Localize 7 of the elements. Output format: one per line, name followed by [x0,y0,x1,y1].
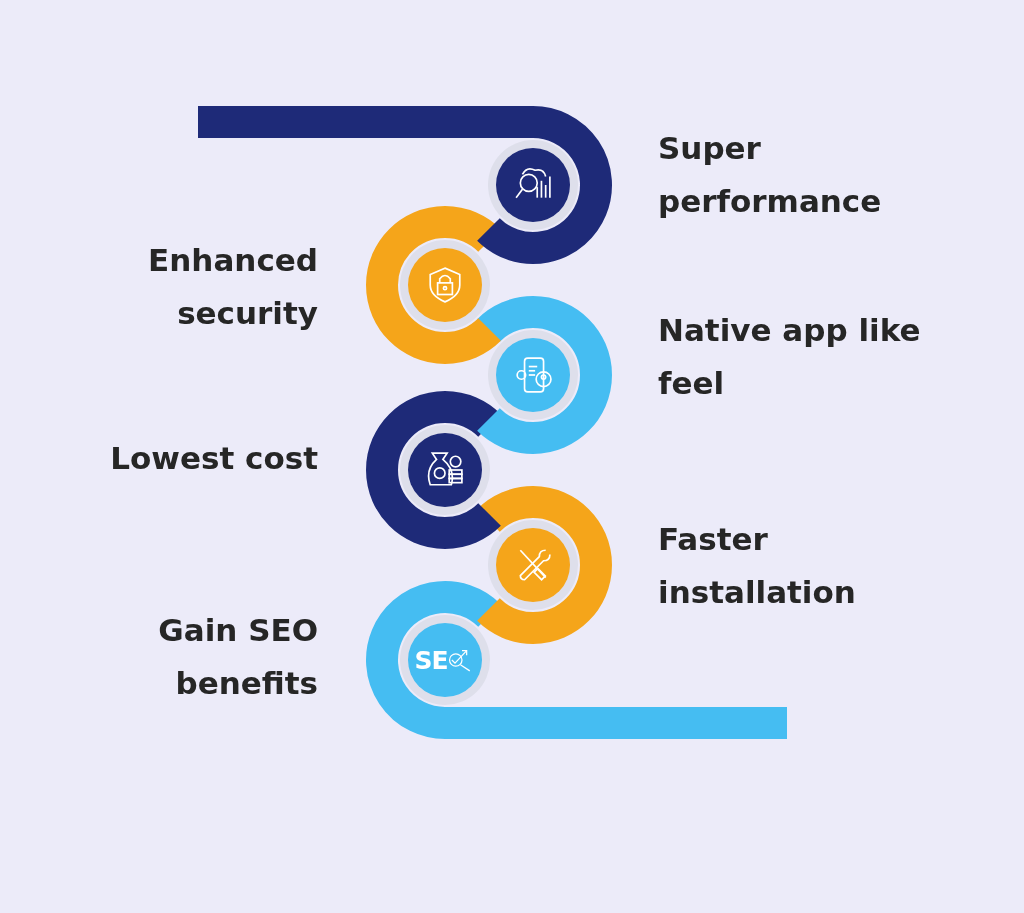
feature-label: Enhanced security [147,241,318,333]
feature-label: Lowest cost [109,439,318,478]
icon-text: SE [414,645,448,675]
feature-label: Native app like feel [658,311,922,403]
feature-label: Super performance [658,129,883,221]
feature-label: Gain SEO benefits [157,611,318,703]
feature-label: Faster installation [658,520,857,612]
